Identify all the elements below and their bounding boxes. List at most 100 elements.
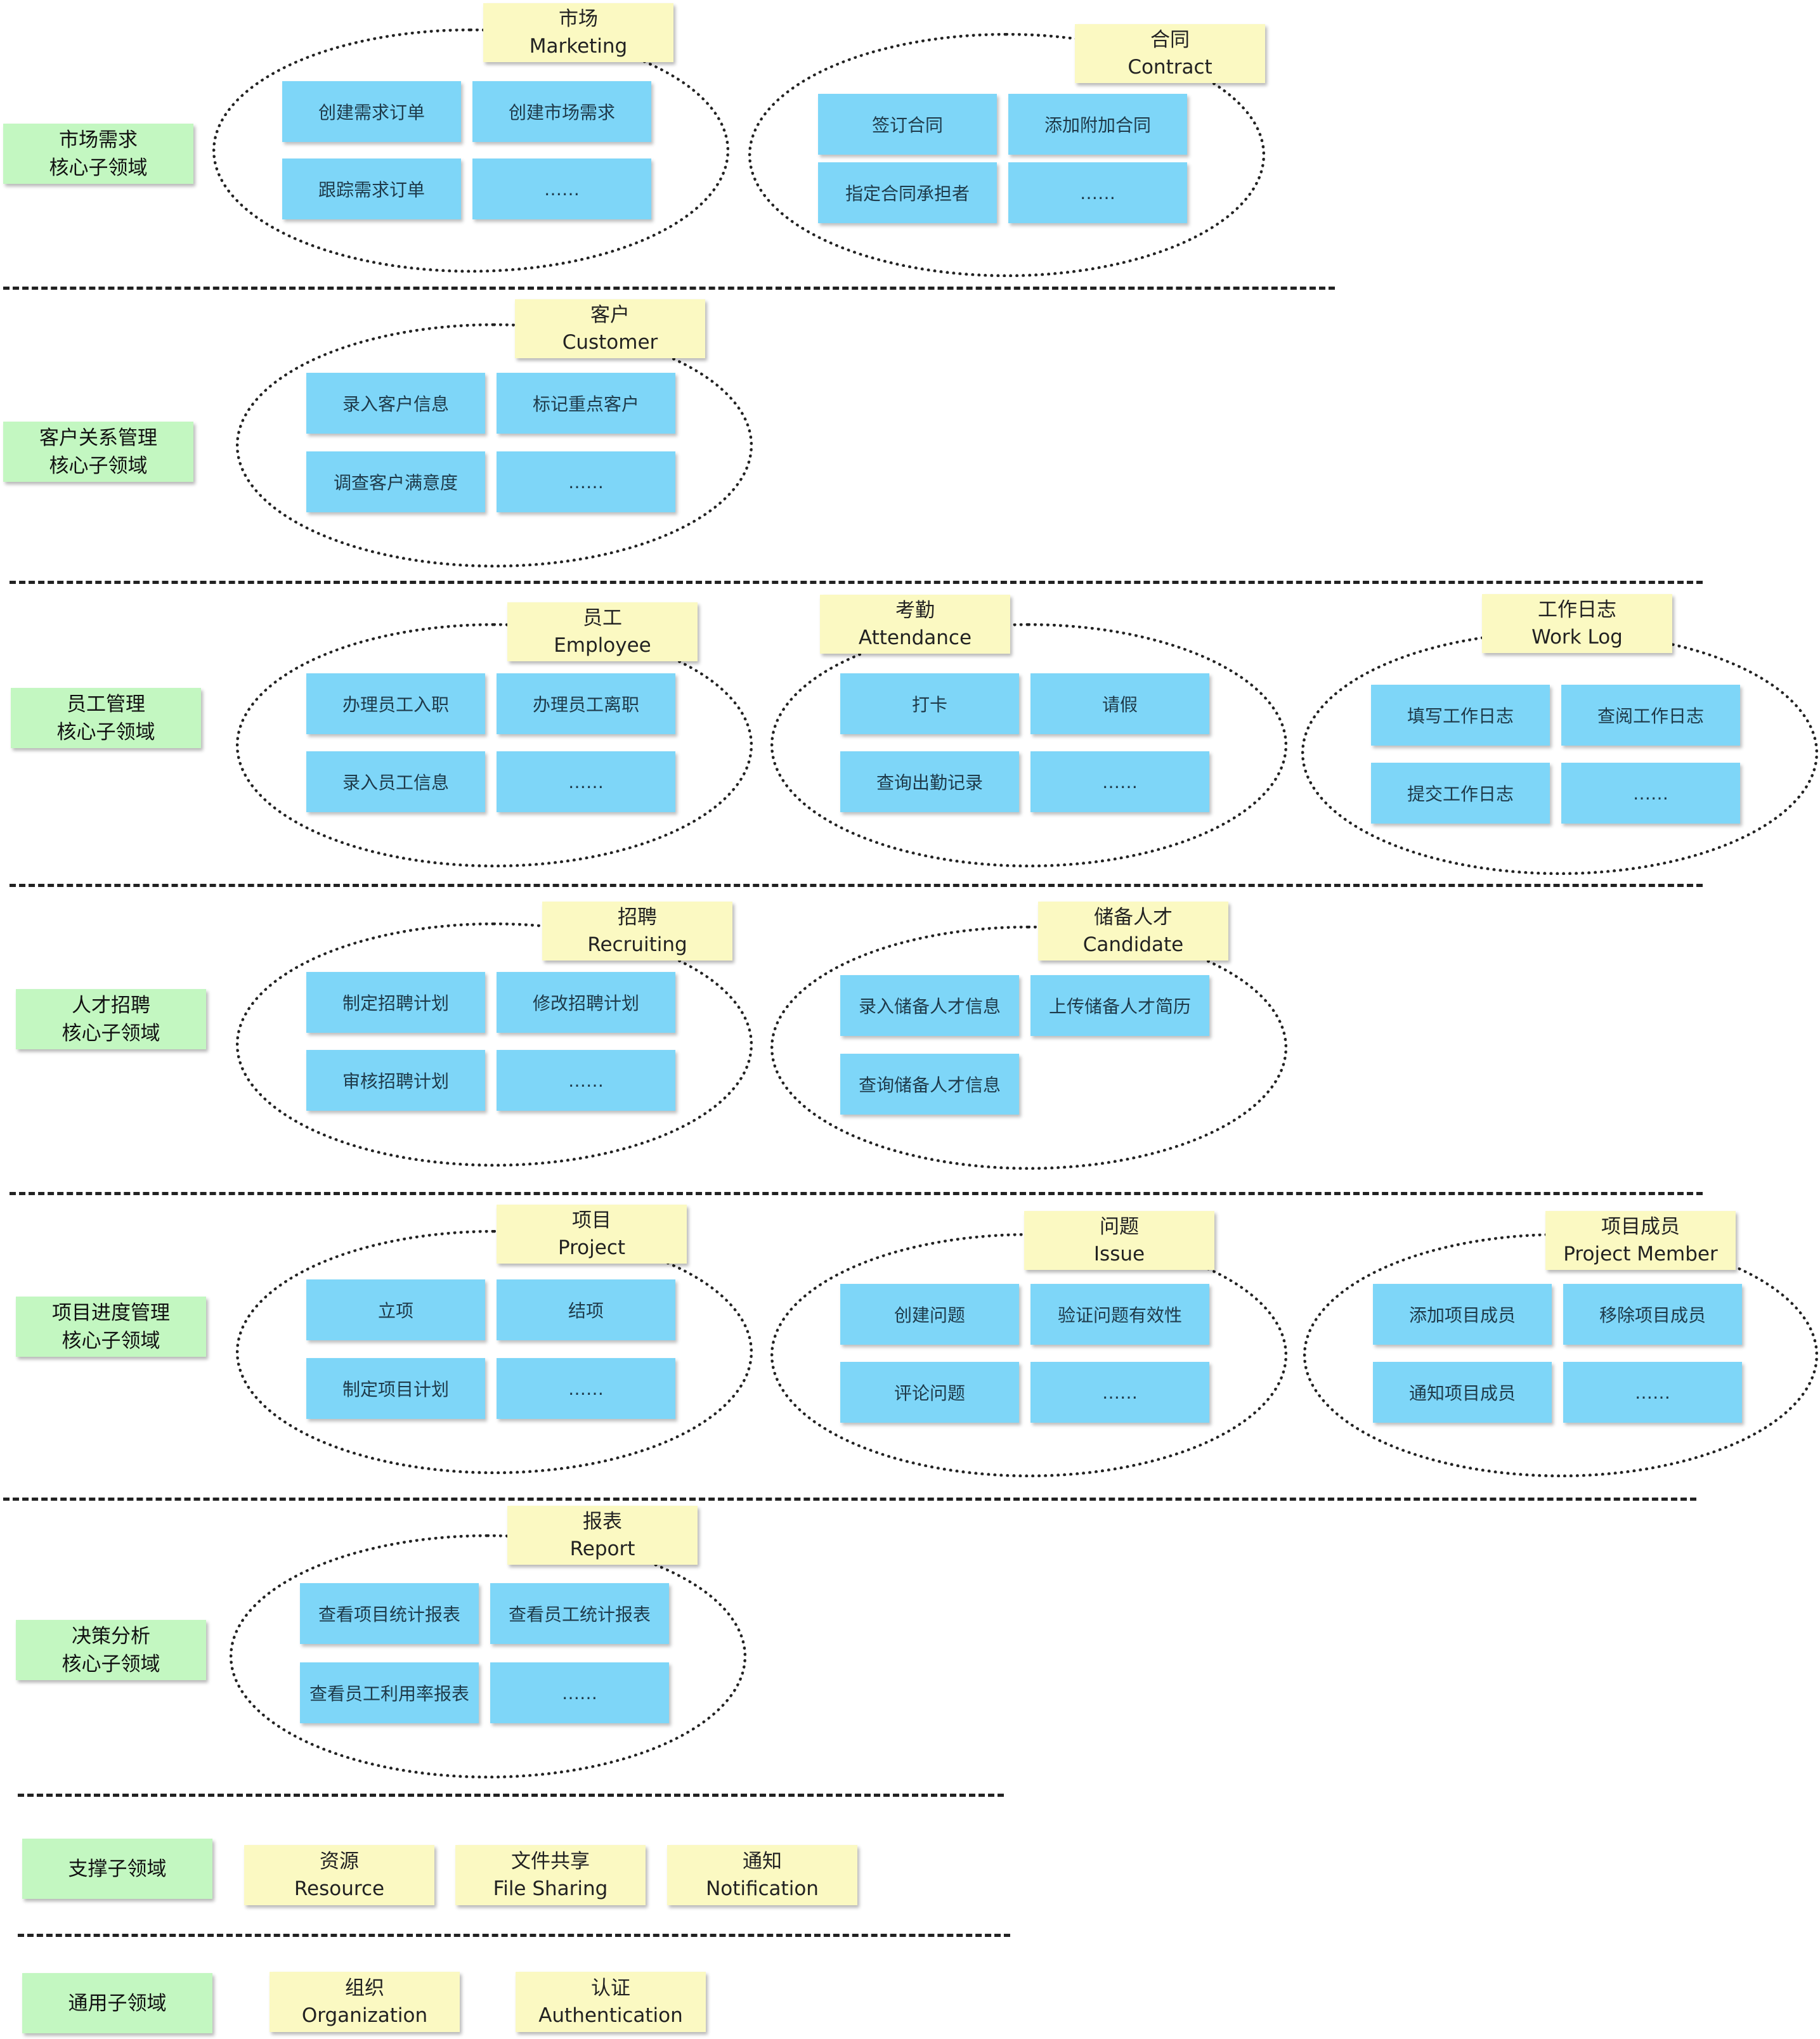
context-name: 问题 [1100,1215,1139,1238]
context-name: 客户 [590,303,630,327]
subdomain-type: 核心子领域 [49,454,148,477]
command-card: 审核招聘计划 [306,1050,485,1111]
command-card: 录入储备人才信息 [840,975,1019,1036]
command-card: 结项 [497,1279,675,1340]
command-card: 查阅工作日志 [1561,685,1740,746]
bounded-context-resource: 资源 Resource [244,1845,434,1905]
command-card: 上传储备人才简历 [1030,975,1209,1036]
command-card: 创建需求订单 [282,81,461,142]
bounded-context-notification: 通知 Notification [667,1845,857,1905]
context-name: 文件共享 [511,1849,590,1873]
context-name: 报表 [583,1510,622,1533]
subdomain-type: 核心子领域 [49,156,148,179]
command-card: 查看项目统计报表 [300,1583,479,1644]
context-name: 项目成员 [1601,1215,1680,1238]
context-name-en: Authentication [538,2003,683,2027]
bounded-context-contract: 合同 Contract [1075,24,1265,83]
bounded-context-file-sharing: 文件共享 File Sharing [455,1845,646,1905]
command-card: 创建市场需求 [472,81,651,142]
context-name-en: Attendance [858,626,972,649]
context-name-en: Candidate [1082,933,1184,956]
separator-line [10,1192,1703,1195]
context-boundary [770,623,1287,867]
subdomain-decision: 决策分析 核心子领域 [16,1620,206,1680]
command-card: …… [1563,1362,1742,1423]
command-card: 签订合同 [818,94,997,155]
subdomain-name: 客户关系管理 [39,426,157,450]
command-card: …… [497,1050,675,1111]
context-name-en: File Sharing [493,1877,608,1900]
context-boundary [236,323,753,567]
bounded-context-employee: 员工 Employee [507,602,698,661]
context-name-en: Resource [294,1877,385,1900]
context-name-en: Project Member [1563,1242,1718,1265]
context-name: 认证 [591,1976,630,2000]
context-name-en: Notification [706,1877,819,1900]
context-name: 储备人才 [1094,905,1173,929]
subdomain-name: 通用子领域 [68,1991,167,2015]
command-card: 查看员工利用率报表 [300,1662,479,1723]
command-card: 录入员工信息 [306,751,485,812]
command-card: 打卡 [840,673,1019,734]
context-name-en: Marketing [529,34,628,58]
context-name: 组织 [345,1976,384,2000]
command-card: …… [1561,763,1740,824]
subdomain-name: 员工管理 [67,692,145,716]
command-card: …… [1030,751,1209,812]
command-card: …… [497,751,675,812]
command-card: 移除项目成员 [1563,1284,1742,1345]
context-name: 工作日志 [1538,598,1616,621]
bounded-context-candidate: 储备人才 Candidate [1038,902,1228,961]
context-name-en: Project [557,1236,626,1259]
command-card: 调查客户满意度 [306,451,485,512]
bounded-context-customer: 客户 Customer [515,299,705,358]
bounded-context-recruiting: 招聘 Recruiting [542,902,732,961]
context-name-en: Work Log [1531,625,1623,649]
separator-line [10,581,1703,584]
command-card: 查看员工统计报表 [490,1583,669,1644]
command-card: 评论问题 [840,1362,1019,1423]
subdomain-market: 市场需求 核心子领域 [3,124,193,184]
separator-line [3,287,1335,290]
context-name: 招聘 [618,905,657,929]
context-boundary [770,926,1287,1170]
separator-line [10,884,1703,887]
context-name-en: Organization [301,2003,428,2027]
bounded-context-attendance: 考勤 Attendance [820,595,1010,654]
context-boundary [1301,631,1818,875]
context-boundary [212,29,729,273]
subdomain-type: 核心子领域 [62,1652,160,1676]
command-card: 添加附加合同 [1008,94,1187,155]
bounded-context-project-member: 项目成员 Project Member [1545,1211,1736,1270]
bounded-context-worklog: 工作日志 Work Log [1482,594,1672,653]
command-card: …… [490,1662,669,1723]
command-card: 添加项目成员 [1373,1284,1552,1345]
context-boundary [748,33,1265,277]
command-card: …… [1008,162,1187,223]
subdomain-type: 核心子领域 [62,1021,160,1045]
command-card: 通知项目成员 [1373,1362,1552,1423]
command-card: 验证问题有效性 [1030,1284,1209,1345]
subdomain-name: 人才招聘 [72,994,150,1017]
command-card: 标记重点客户 [497,373,675,434]
subdomain-employee: 员工管理 核心子领域 [11,688,201,748]
context-name: 项目 [572,1208,611,1232]
context-boundary [236,922,753,1167]
bounded-context-marketing: 市场 Marketing [483,3,673,62]
context-boundary [236,1230,753,1474]
separator-line [18,1934,1010,1937]
command-card: 请假 [1030,673,1209,734]
command-card: …… [497,451,675,512]
bounded-context-authentication: 认证 Authentication [516,1972,706,2032]
command-card: 指定合同承担者 [818,162,997,223]
subdomain-name: 支撑子领域 [68,1857,167,1880]
subdomain-name: 市场需求 [59,128,138,152]
bounded-context-project: 项目 Project [497,1205,687,1264]
context-name: 合同 [1150,28,1190,51]
subdomain-type: 核心子领域 [62,1329,160,1352]
subdomain-generic: 通用子领域 [22,1973,212,2033]
context-name-en: Issue [1093,1242,1145,1265]
separator-line [18,1794,1004,1797]
subdomain-project: 项目进度管理 核心子领域 [16,1297,206,1357]
subdomain-type: 核心子领域 [56,720,155,744]
